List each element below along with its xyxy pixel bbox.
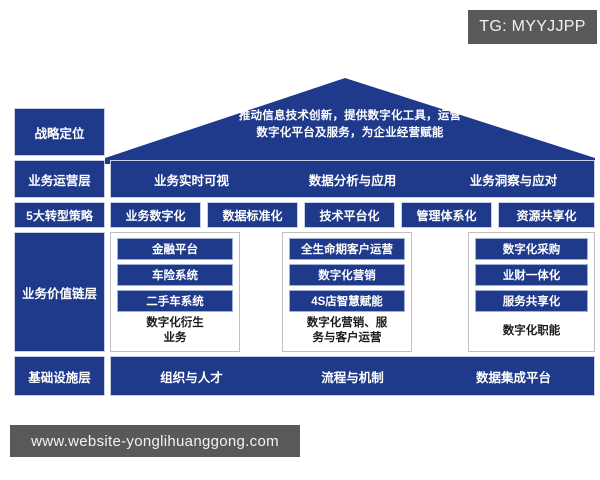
infrastructure-item: 数据集成平台 bbox=[475, 370, 551, 385]
value-chain-caption-line-1: 数字化衍生 bbox=[146, 316, 204, 329]
value-chain-group: 金融平台 车险系统 二手车系统 数字化衍生 业务 bbox=[110, 232, 240, 352]
value-chain-item: 数字化采购 bbox=[475, 238, 588, 260]
value-chain-item: 数字化营销 bbox=[289, 263, 405, 286]
value-chain-item: 4S店智慧赋能 bbox=[289, 289, 405, 312]
value-chain-caption-line-2: 务与客户运营 bbox=[312, 332, 382, 345]
row-label-operations: 业务运营层 bbox=[14, 160, 105, 198]
value-chain-item: 业财一体化 bbox=[475, 264, 588, 286]
infrastructure-item: 组织与人才 bbox=[160, 370, 223, 385]
value-chain-caption-line-1: 数字化职能 bbox=[502, 324, 561, 337]
value-chain-item: 二手车系统 bbox=[117, 289, 233, 312]
row-label-infrastructure: 基础设施层 bbox=[14, 356, 105, 396]
value-chain-item: 金融平台 bbox=[117, 238, 233, 260]
roof-section: 推动信息技术创新，提供数字化工具，运营 数字化平台及服务，为企业经营赋能 bbox=[105, 78, 595, 164]
infrastructure-band: 组织与人才 流程与机制 数据集成平台 bbox=[110, 356, 595, 396]
value-chain-caption-line-2: 业务 bbox=[163, 332, 187, 345]
strategy-box: 技术平台化 bbox=[304, 202, 395, 228]
infrastructure-item: 流程与机制 bbox=[321, 370, 384, 385]
value-chain-item: 服务共享化 bbox=[475, 290, 588, 312]
strategy-box: 数据标准化 bbox=[207, 202, 298, 228]
value-chain-caption-line-1: 数字化营销、服 bbox=[306, 316, 388, 329]
operations-item: 业务实时可视 bbox=[153, 173, 229, 188]
row-label-five-strategies: 5大转型策略 bbox=[14, 202, 105, 228]
value-chain-caption: 数字化衍生 业务 bbox=[117, 316, 233, 347]
row-label-strategy: 战略定位 bbox=[14, 108, 105, 156]
value-chain-group: 全生命期客户运营 数字化营销 4S店智慧赋能 数字化营销、服 务与客户运营 bbox=[282, 232, 412, 352]
strategy-box: 资源共享化 bbox=[498, 202, 595, 228]
value-chain-item: 全生命期客户运营 bbox=[289, 238, 405, 260]
operations-item: 数据分析与应用 bbox=[308, 173, 397, 188]
strategy-box: 管理体系化 bbox=[401, 202, 492, 228]
value-chain-group: 数字化采购 业财一体化 服务共享化 数字化职能 bbox=[468, 232, 595, 352]
operations-item: 业务洞察与应对 bbox=[469, 173, 558, 188]
strategy-box: 业务数字化 bbox=[110, 202, 201, 228]
website-watermark-badge: www.website-yonglihuanggong.com bbox=[10, 425, 300, 457]
telegram-watermark-badge: TG: MYYJJPP bbox=[468, 10, 597, 44]
roof-triangle-icon bbox=[105, 78, 595, 164]
value-chain-caption: 数字化营销、服 务与客户运营 bbox=[289, 316, 405, 347]
value-chain-caption: 数字化职能 bbox=[475, 316, 588, 347]
row-label-value-chain: 业务价值链层 bbox=[14, 232, 105, 352]
value-chain-item: 车险系统 bbox=[117, 263, 233, 286]
operations-band: 业务实时可视 数据分析与应用 业务洞察与应对 bbox=[110, 160, 595, 198]
